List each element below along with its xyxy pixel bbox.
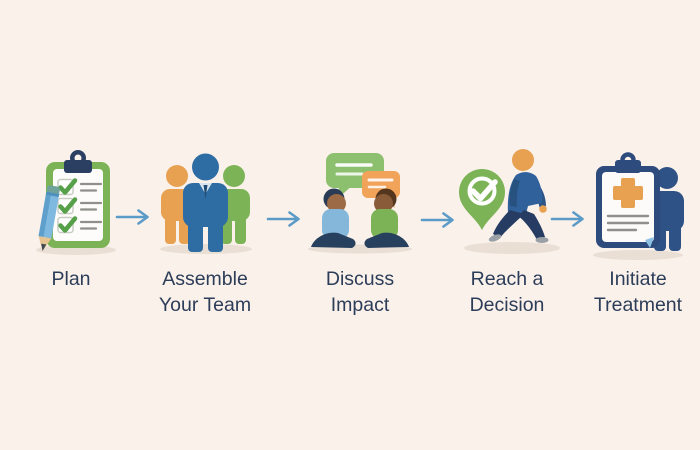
right-arrow-icon xyxy=(266,211,300,227)
medical-clipboard-person-icon xyxy=(593,152,684,260)
seated-person-right xyxy=(364,188,409,248)
clipboard-checklist-icon xyxy=(36,150,116,255)
step-label-reach-a-decision: Reach a Decision xyxy=(469,268,545,316)
right-arrow-icon xyxy=(115,209,149,225)
step-label-plan: Plan xyxy=(51,268,91,290)
team-people-icon xyxy=(160,153,252,254)
seated-person-left xyxy=(311,188,356,248)
medical-clipboard xyxy=(596,152,660,248)
walking-person xyxy=(488,149,549,243)
step-label-assemble-your-team: Assemble Your Team xyxy=(158,268,252,316)
step-label-discuss-impact: Discuss Impact xyxy=(325,268,395,316)
walking-decision-pin-icon xyxy=(459,149,560,254)
right-arrow-icon xyxy=(550,211,584,227)
person-navy xyxy=(183,153,228,252)
seated-discussion-icon xyxy=(308,153,412,254)
right-arrow-icon xyxy=(420,212,454,228)
step-label-initiate-treatment: Initiate Treatment xyxy=(593,268,683,316)
pencil-icon xyxy=(38,185,60,251)
checkmark-pin xyxy=(459,169,505,230)
